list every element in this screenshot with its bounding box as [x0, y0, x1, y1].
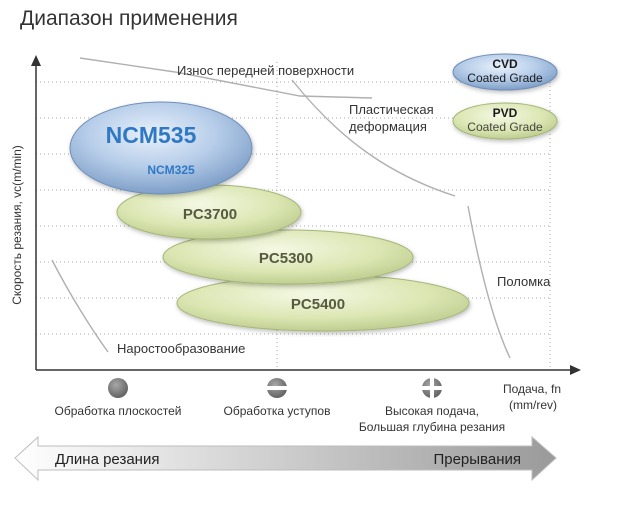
- legend-cvd-swatch: [452, 53, 558, 91]
- plastic-deformation-line: [291, 79, 456, 197]
- built-up-edge-label: Наростообразование: [117, 341, 245, 356]
- grade-ncm535: NCM535 NCM325: [69, 101, 253, 195]
- legend-pvd-sub: Coated Grade: [467, 120, 543, 134]
- page-title: Диапазон применения: [20, 7, 238, 30]
- arrow-right-label: Прерывания: [433, 451, 521, 468]
- grade-pc5400: PC5400: [176, 274, 470, 332]
- legend: CVD Coated Grade PVD Coated Grade: [452, 53, 558, 140]
- face-milling-label: Обработка плоскостей: [55, 404, 182, 418]
- x-axis-label-2: (mm/rev): [509, 398, 557, 412]
- legend-cvd-sub: Coated Grade: [467, 71, 543, 85]
- cutting-length-interruptions-arrow: Длина резания Прерывания: [14, 435, 557, 482]
- grade-pc5400-label: PC5400: [291, 296, 345, 313]
- breakage-label: Поломка: [497, 274, 551, 289]
- shoulder-milling-icon: [266, 378, 289, 398]
- high-feed-label-1: Высокая подача,: [385, 404, 479, 418]
- grade-pc3700-label: PC3700: [183, 206, 237, 223]
- legend-pvd-title: PVD: [493, 106, 518, 120]
- plastic-deformation-label-2: деформация: [349, 119, 427, 134]
- legend-cvd-title: CVD: [492, 57, 518, 71]
- axes: [31, 55, 581, 375]
- grade-pc5300: PC5300: [162, 229, 414, 285]
- rake-wear-label: Износ передней поверхности: [177, 63, 354, 78]
- rake-wear-line: [79, 57, 373, 99]
- breakage-line: [467, 205, 511, 359]
- high-feed-label-2: Большая глубина резания: [359, 420, 505, 434]
- grade-pc5300-label: PC5300: [259, 250, 313, 267]
- grade-ncm535-label: NCM535: [106, 122, 197, 148]
- high-feed-icon: [421, 377, 444, 400]
- shoulder-milling-label: Обработка уступов: [224, 404, 331, 418]
- plastic-deformation-label-1: Пластическая: [349, 102, 434, 117]
- boundary-lines: [51, 57, 511, 359]
- grade-ncm325-label: NCM325: [147, 163, 195, 177]
- legend-pvd-swatch: [452, 102, 558, 140]
- built-up-edge-line: [51, 259, 109, 353]
- y-axis-label: Скорость резания, vc(m/min): [10, 145, 24, 305]
- grade-pc3700: PC3700: [116, 184, 302, 240]
- arrow-left-label: Длина резания: [55, 451, 159, 468]
- x-axis-label-1: Подача, fn: [503, 382, 561, 396]
- face-milling-icon: [108, 378, 128, 398]
